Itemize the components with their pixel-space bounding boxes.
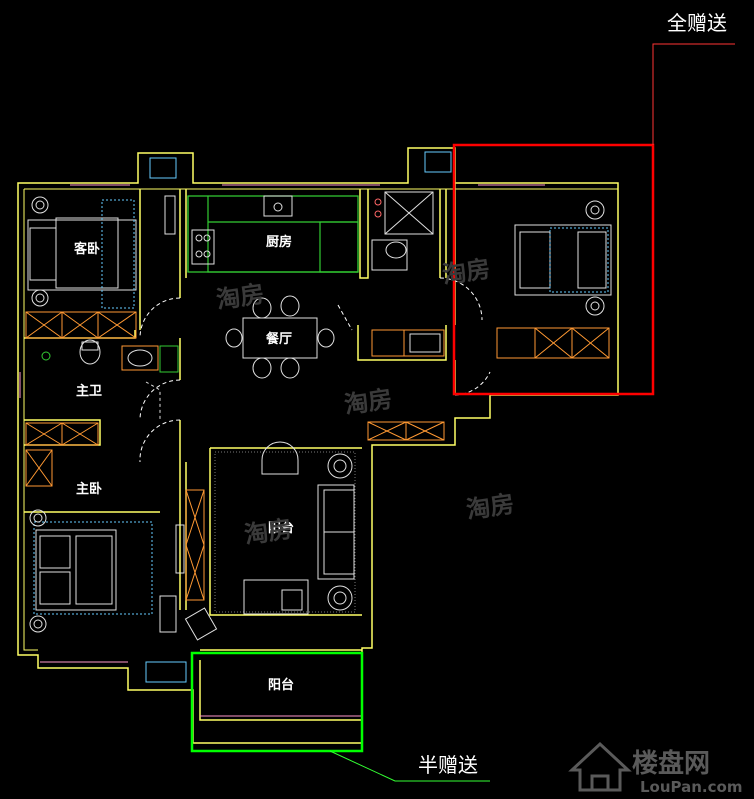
windows [19, 184, 545, 717]
guest-bed [27, 196, 137, 309]
loupan-logo: 楼盘网 LouPan.com [568, 741, 742, 796]
laundry-area [371, 191, 434, 271]
half-gift-box [190, 651, 364, 753]
room-label-guest-bedroom: 客卧 [74, 241, 100, 257]
kitchen-counter [187, 195, 359, 273]
kitchen-fixtures [164, 195, 293, 265]
watermark: 淘房 [343, 385, 394, 419]
room-label-dining: 餐厅 [265, 331, 292, 347]
ac-units [145, 151, 452, 683]
watermark: 淘房 [215, 280, 266, 314]
right-bedroom [514, 200, 612, 316]
dining-table [225, 295, 335, 379]
logo-text-en: LouPan.com [640, 778, 742, 796]
half-gift-leader [329, 750, 490, 782]
half-gift-label: 半赠送 [418, 753, 478, 777]
watermark: 淘房 [243, 515, 294, 549]
master-bed [29, 509, 218, 641]
guest-wardrobe [25, 311, 137, 339]
master-storage [25, 422, 99, 487]
room-label-balcony-south: 阳台 [268, 677, 294, 693]
right-bedroom-wardrobe [496, 327, 610, 359]
room-label-kitchen: 厨房 [266, 234, 292, 250]
full-gift-leader [652, 43, 735, 145]
room-label-balcony-main: 阳台 [268, 520, 294, 536]
living-area [214, 441, 356, 615]
full-gift-label: 全赠送 [667, 11, 727, 35]
room-label-master-bath: 主卫 [76, 383, 102, 399]
full-gift-box [452, 143, 655, 396]
door-swings [139, 277, 491, 463]
room-label-master-bedroom: 主卧 [76, 481, 102, 497]
logo-text-cn: 楼盘网 [632, 748, 710, 779]
utility-cabinet [367, 329, 445, 441]
watermark: 淘房 [441, 255, 492, 289]
master-bath-fixtures [41, 339, 179, 420]
house-logo-icon [568, 741, 632, 792]
master-wardrobe [175, 489, 205, 601]
watermark: 淘房 [465, 490, 516, 524]
